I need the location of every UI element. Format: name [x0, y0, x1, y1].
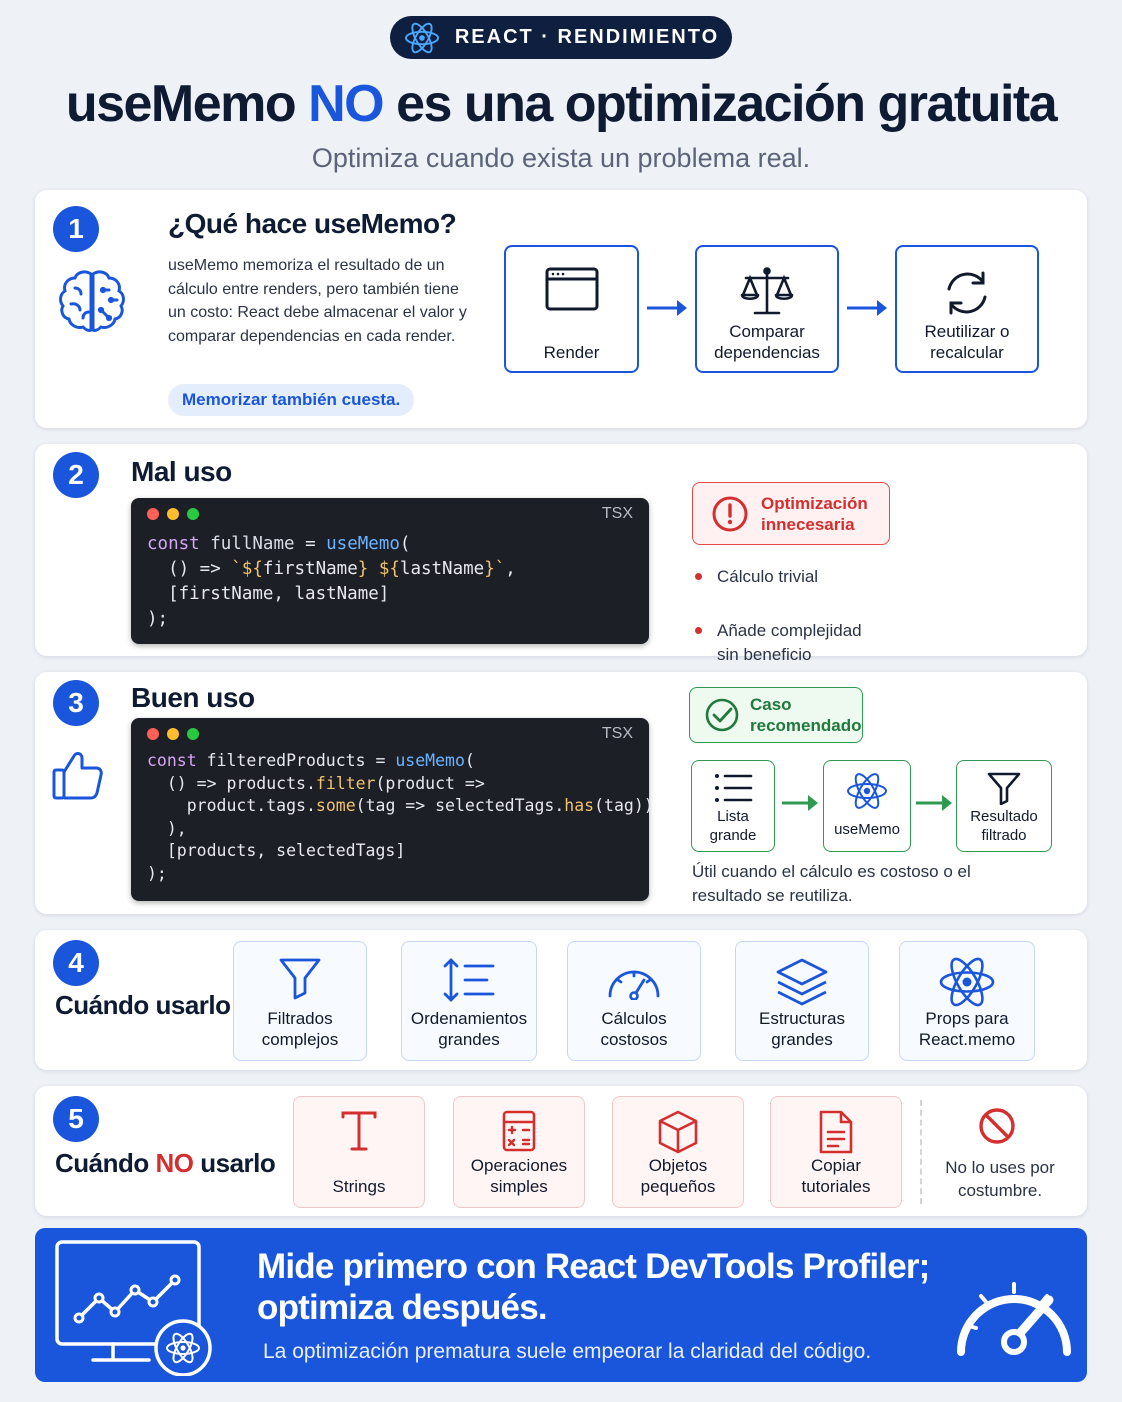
arrow-right-icon — [847, 300, 887, 316]
arrow-right-icon — [916, 795, 952, 811]
banner-subtext: La optimización prematura suele empeorar… — [263, 1340, 872, 1363]
avoid-case-tile: Copiar tutoriales — [770, 1096, 902, 1208]
check-circle-icon — [705, 698, 739, 732]
footer-banner: Mide primero con React DevTools Profiler… — [35, 1228, 1087, 1382]
brain-icon — [59, 270, 125, 332]
section-good-use: 3 Buen uso TSX const filteredProducts = … — [35, 672, 1087, 914]
section-number: 1 — [53, 206, 99, 252]
section-number: 2 — [53, 452, 99, 498]
section-note: Útil cuando el cálculo es costoso o el r… — [692, 862, 971, 905]
use-case-tile: Cálculos costosos — [567, 941, 701, 1061]
use-case-tile: Filtrados complejos — [233, 941, 367, 1061]
gauge-icon — [608, 970, 660, 1000]
category-label: REACT · RENDIMIENTO — [454, 26, 720, 48]
cube-icon — [658, 1110, 698, 1154]
section-when-not-to-use: 5 Cuándo NO usarlo Strings Operaciones s… — [35, 1086, 1087, 1216]
code-content: const filteredProducts = useMemo( () => … — [147, 751, 654, 883]
avoid-case-tile: Objetos pequeños — [612, 1096, 744, 1208]
filter-icon — [279, 958, 321, 1000]
section-bad-use: 2 Mal uso TSX const fullName = useMemo( … — [35, 444, 1087, 664]
section-title: Buen uso — [131, 682, 255, 713]
calculator-icon — [502, 1110, 536, 1152]
section-title: Mal uso — [131, 456, 232, 487]
list-icon — [715, 774, 753, 802]
page-subtitle: Optimiza cuando exista un problema real. — [311, 143, 811, 173]
react-icon — [939, 957, 995, 1007]
window-controls — [147, 508, 199, 520]
arrow-right-icon — [647, 300, 687, 316]
scale-icon — [740, 267, 794, 315]
code-block-good: TSX const filteredProducts = useMemo( ()… — [131, 718, 654, 901]
section-when-to-use: 4 Cuándo usarlo Filtrados complejos Orde… — [35, 930, 1087, 1070]
sort-icon — [443, 958, 495, 1002]
highlight-chip: Memorizar también cuesta. — [168, 384, 415, 416]
badge-unnecessary: Optimización innecesaria — [692, 482, 890, 545]
page-title: useMemo NO es una optimización gratuita — [65, 75, 1058, 133]
alert-icon — [712, 496, 748, 531]
section-number: 5 — [53, 1096, 99, 1142]
section-title: ¿Qué hace useMemo? — [168, 208, 457, 239]
banner-headline: Mide primero con React DevTools Profiler… — [257, 1247, 930, 1327]
category-pill: REACT · RENDIMIENTO — [390, 16, 732, 59]
window-icon — [545, 267, 598, 311]
react-icon — [404, 22, 439, 53]
avoid-case-tile: Operaciones simples — [453, 1096, 585, 1208]
code-content: const fullName = useMemo( () => `${first… — [147, 534, 516, 629]
use-case-tile: Estructuras grandes — [735, 941, 869, 1061]
flow-step-usememo: useMemo — [823, 760, 911, 852]
text-icon — [341, 1111, 377, 1151]
arrow-right-icon — [782, 795, 818, 811]
refresh-icon — [947, 271, 987, 315]
bullet-item: Añade complejidad sin beneficio — [695, 619, 885, 667]
code-block-bad: TSX const fullName = useMemo( () => `${f… — [131, 498, 649, 644]
badge-recommended: Caso recomendado — [689, 687, 863, 743]
divider — [920, 1100, 922, 1204]
flow-step-reuse: Reutilizar o recalcular — [895, 245, 1039, 373]
section-number: 3 — [53, 680, 99, 726]
section-description: useMemo memoriza el resultado de un cálc… — [168, 257, 467, 345]
use-case-tile: Props para React.memo — [899, 941, 1035, 1061]
avoid-case-tile: Strings — [293, 1096, 425, 1208]
flow-step-compare: Comparar dependencias — [695, 245, 839, 373]
ban-icon — [979, 1108, 1015, 1144]
flow-step-filtered-result: Resultado filtrado — [956, 760, 1052, 852]
section-what-is: 1 ¿Qué hace useMemo? useMemo memoriza el… — [35, 190, 1087, 428]
document-icon — [819, 1110, 853, 1154]
use-case-tile: Ordenamientos grandes — [401, 941, 537, 1061]
monitor-chart-icon — [55, 1240, 212, 1376]
section-title: Cuándo usarlo — [55, 990, 231, 1020]
filter-icon — [987, 772, 1021, 805]
react-icon — [847, 773, 887, 809]
code-language: TSX — [601, 725, 633, 742]
speedometer-icon — [957, 1282, 1071, 1356]
layers-icon — [776, 958, 828, 1006]
section-title: Cuándo NO usarlo — [55, 1148, 276, 1178]
thumbs-up-icon — [52, 752, 103, 800]
flow-step-render: Render — [504, 245, 639, 373]
window-controls — [147, 728, 199, 740]
code-language: TSX — [601, 505, 633, 522]
flow-step-big-list: Lista grande — [691, 760, 775, 852]
bullet-item: Cálculo trivial — [695, 565, 895, 589]
section-number: 4 — [53, 940, 99, 986]
final-note: No lo uses por costumbre. — [945, 1158, 1055, 1200]
